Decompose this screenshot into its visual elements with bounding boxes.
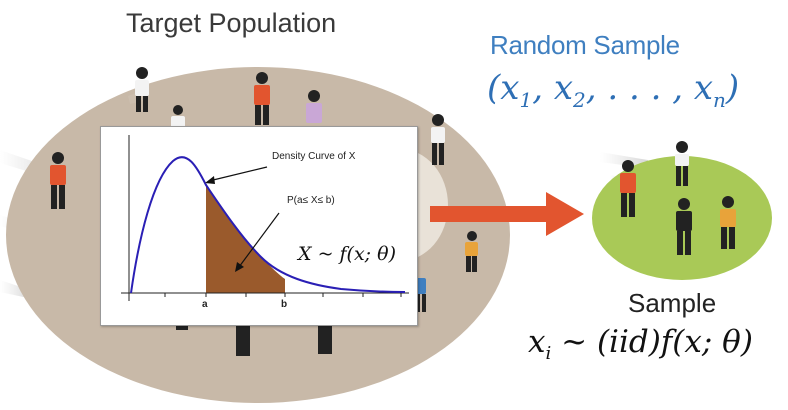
sampling-arrow: [430, 192, 584, 236]
person-icon: [620, 160, 636, 217]
curve-label-arrowhead: [205, 176, 215, 184]
sample-title: Sample: [628, 288, 717, 318]
tuple-sub1: 1: [519, 87, 533, 112]
probability-area: [206, 185, 285, 293]
tuple-dots: . . . ,: [607, 68, 684, 108]
tuple-sub2: 2: [573, 87, 586, 112]
prob-label-arrowhead: [235, 262, 244, 272]
iid-rest: ~ (iid)f(x; θ): [561, 324, 753, 360]
person-icon: [236, 324, 250, 356]
tuple-x1: x: [500, 68, 520, 108]
person-icon: [431, 114, 445, 165]
x-axis-ticks: [164, 293, 402, 297]
person-icon: [318, 324, 332, 354]
person-icon: [720, 196, 736, 249]
person-icon: [465, 231, 478, 272]
tick-label-a: a: [202, 299, 208, 310]
population-people: [50, 67, 478, 356]
prob-label-arrow: [238, 212, 280, 268]
person-icon: [254, 72, 270, 125]
distribution-formula: X ~ f(x; θ): [298, 243, 396, 265]
target-population-title: Target Population: [126, 8, 337, 38]
person-icon: [416, 278, 426, 312]
density-curve: [130, 156, 406, 294]
tuple-xn: x: [693, 68, 714, 108]
iid-x: x: [528, 324, 546, 360]
tuple-x2: x: [553, 68, 573, 108]
iid-formula: xi ~ (iid)f(x; θ): [528, 324, 753, 364]
density-plot: [121, 135, 409, 301]
person-icon: [128, 67, 149, 112]
iid-sub: i: [545, 343, 552, 365]
person-icon: [306, 90, 322, 123]
tuple-subn: n: [713, 87, 726, 112]
probability-label: P(a≤ X≤ b): [287, 195, 335, 206]
density-curve-label: Density Curve of X: [272, 151, 356, 162]
person-icon: [50, 152, 66, 209]
random-sample-title: Random Sample: [490, 30, 680, 60]
density-plot-panel: Density Curve of X P(a≤ X≤ b) X ~ f(x; θ…: [100, 126, 418, 326]
person-icon: [675, 141, 689, 186]
person-icon: [171, 105, 185, 128]
tick-label-b: b: [281, 299, 288, 310]
sample-people: [620, 141, 736, 255]
random-sample-tuple: (x1, x2, . . . , xn): [487, 68, 740, 112]
person-icon: [176, 322, 188, 330]
person-icon: [676, 198, 692, 255]
curve-label-arrow: [208, 166, 268, 182]
